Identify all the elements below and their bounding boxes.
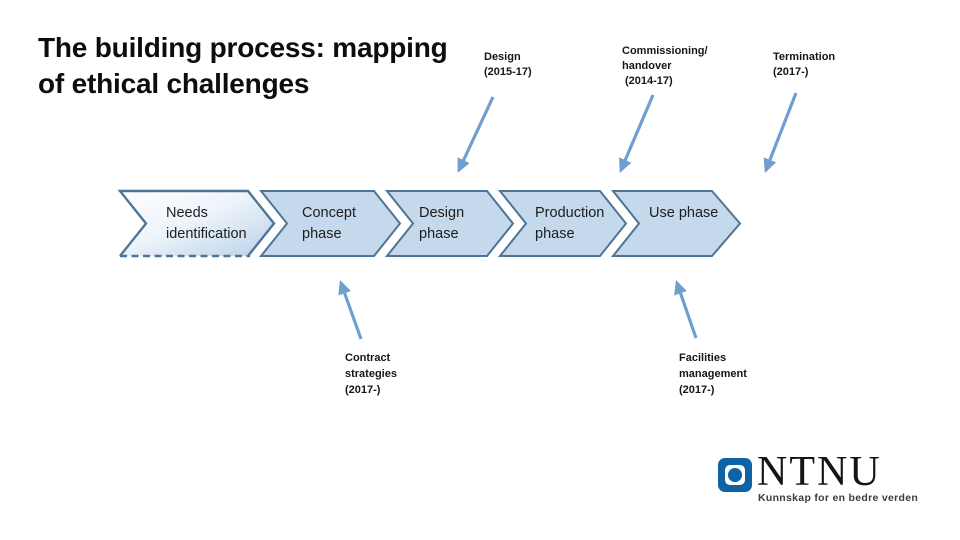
- chevron-design-phase: [384, 190, 515, 257]
- annotation-facilities-management-label: Facilities management: [679, 352, 747, 380]
- annotation-commissioning-handover-label: Commissioning/ handover: [622, 45, 708, 72]
- phase-label-concept-phase: Concept phase: [302, 205, 357, 242]
- title-line-1: The building process: mapping: [38, 32, 448, 63]
- title-line-2: of ethical challenges: [38, 68, 310, 99]
- ntnu-logo-wordmark: NTNU: [757, 449, 882, 495]
- phase-label-needs-identification: Needs identification: [166, 205, 247, 242]
- termination-annotation-arrow-icon: [763, 92, 798, 173]
- annotation-design-years: (2015-17): [484, 66, 532, 78]
- annotation-termination-label: Termination: [773, 51, 836, 63]
- annotation-facilities-management-years: (2017-): [679, 384, 715, 396]
- contract-annotation-arrow-icon: [338, 279, 363, 340]
- annotation-design: Design (2015-17): [484, 50, 566, 80]
- annotation-contract-strategies-years: (2017-): [345, 384, 381, 396]
- annotation-termination: Termination (2017-): [773, 50, 865, 80]
- phase-label-design-phase: Design phase: [419, 205, 465, 242]
- chevron-production-phase: [497, 190, 628, 257]
- annotation-contract-strategies-label: Contract strategies: [345, 352, 397, 380]
- annotation-commissioning-handover-years: (2014-17): [625, 75, 673, 87]
- design-annotation-arrow-icon: [457, 96, 495, 173]
- commissioning-annotation-arrow-icon: [619, 94, 655, 173]
- ntnu-emblem-icon: [718, 458, 752, 492]
- annotation-contract-strategies: Contract strategies (2017-): [345, 350, 419, 398]
- chevron-concept-phase: [258, 190, 402, 257]
- annotation-design-label: Design: [484, 51, 521, 63]
- chevron-needs-identification: [120, 191, 274, 256]
- facilities-annotation-arrow-icon: [674, 279, 698, 339]
- annotation-commissioning-handover: Commissioning/ handover (2014-17): [622, 44, 736, 89]
- chevron-needs-identification-border: [117, 189, 276, 257]
- annotation-facilities-management: Facilities management (2017-): [679, 350, 773, 398]
- annotation-termination-years: (2017-): [773, 66, 809, 78]
- phase-label-production-phase: Production phase: [535, 205, 605, 242]
- chevron-use-phase: [610, 190, 742, 257]
- page-title: The building process: mapping of ethical…: [38, 30, 448, 102]
- ntnu-logo-tagline: Kunnskap for en bedre verden: [758, 492, 919, 504]
- ntnu-emblem-inner-circle: [728, 468, 742, 482]
- ntnu-emblem-inner-square: [725, 465, 745, 485]
- phase-label-use-phase: Use phase: [649, 205, 719, 221]
